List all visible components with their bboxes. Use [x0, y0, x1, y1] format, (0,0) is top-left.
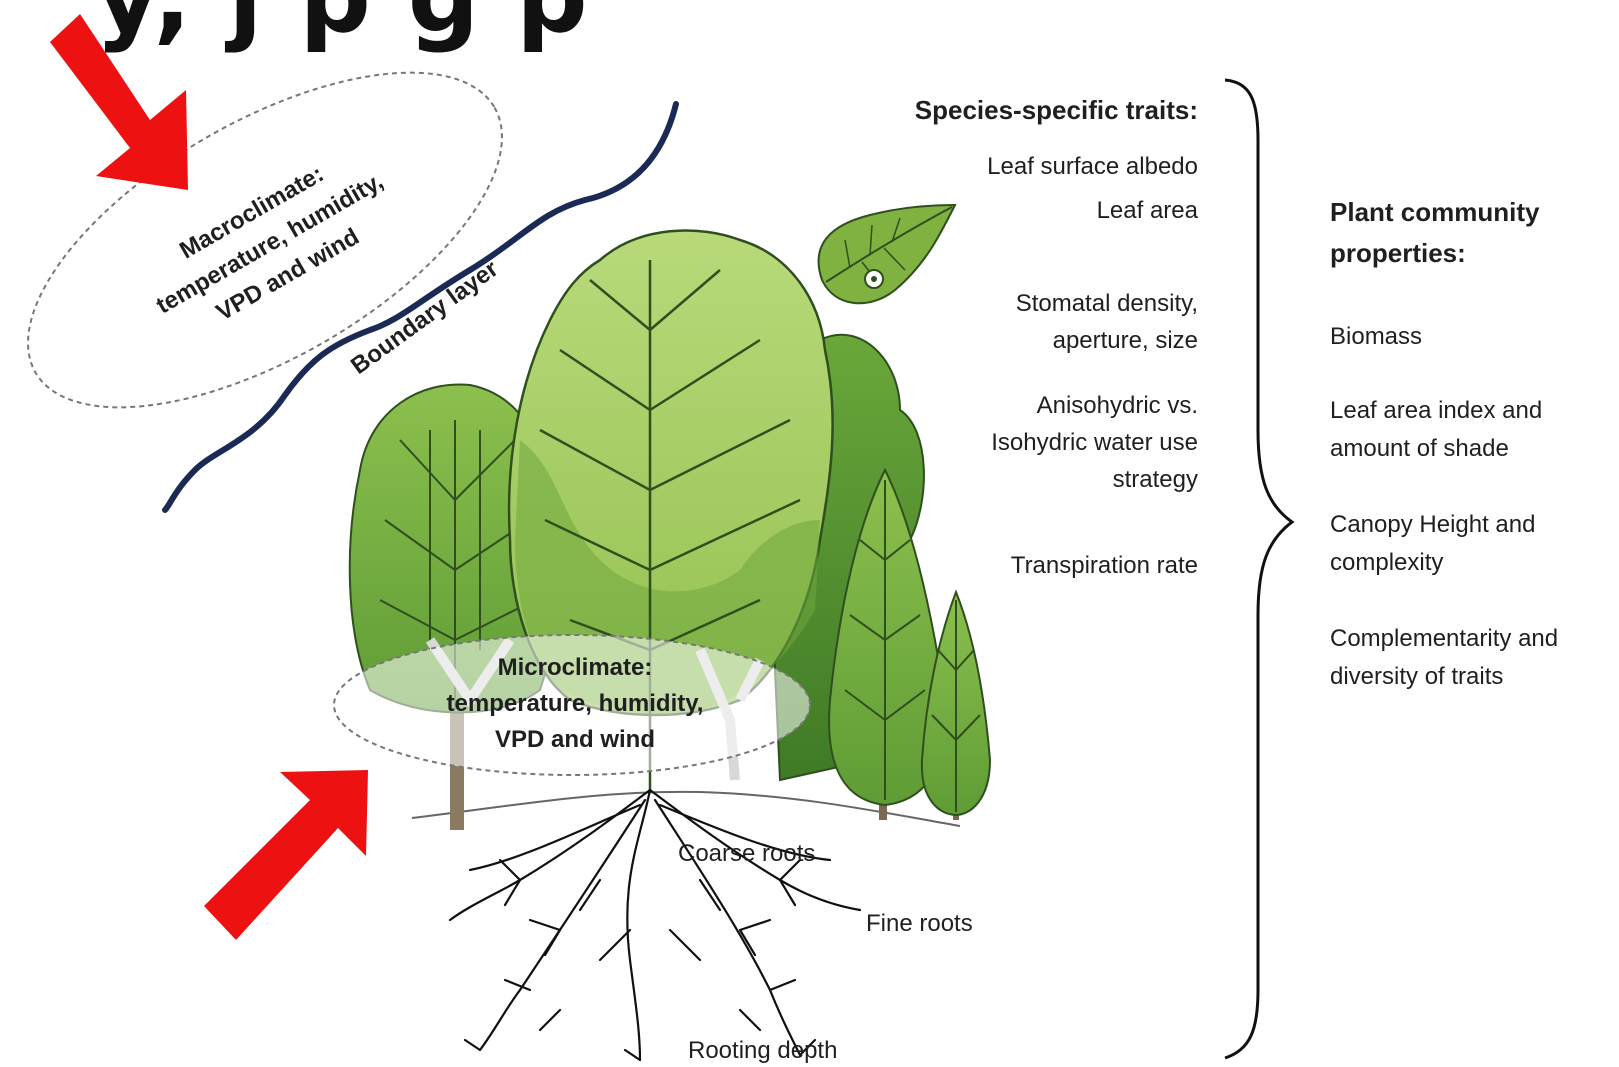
- coarse-roots-label: Coarse roots: [678, 840, 815, 868]
- community-biomass: Biomass: [1330, 318, 1422, 356]
- trait-aniso-2: Isohydric water use: [991, 424, 1198, 461]
- arrow-bottom-icon: [204, 770, 368, 940]
- fine-roots-label: Fine roots: [866, 910, 973, 938]
- trait-aniso-3: strategy: [1113, 461, 1198, 498]
- trait-stomatal-2: aperture, size: [1053, 322, 1198, 359]
- community-heading-1: Plant community: [1330, 193, 1539, 231]
- trait-transpiration: Transpiration rate: [1011, 547, 1198, 584]
- community-canopy-1: Canopy Height and: [1330, 506, 1535, 544]
- arrow-top-icon: [50, 14, 188, 190]
- community-canopy-2: complexity: [1330, 544, 1443, 582]
- community-lai-1: Leaf area index and: [1330, 392, 1542, 430]
- curly-brace: [1225, 80, 1292, 1058]
- leaf-icon: [819, 205, 955, 303]
- community-heading-2: properties:: [1330, 234, 1466, 272]
- microclimate-line-1: Microclimate:: [410, 650, 740, 686]
- trait-albedo: Leaf surface albedo: [987, 148, 1198, 185]
- community-lai-2: amount of shade: [1330, 430, 1509, 468]
- microclimate-label: Microclimate: temperature, humidity, VPD…: [410, 650, 740, 758]
- community-comp-2: diversity of traits: [1330, 658, 1503, 696]
- trait-aniso-1: Anisohydric vs.: [1037, 387, 1198, 424]
- species-traits-heading: Species-specific traits:: [915, 92, 1198, 129]
- trait-stomatal-1: Stomatal density,: [1016, 285, 1198, 322]
- microclimate-line-2: temperature, humidity,: [410, 686, 740, 722]
- microclimate-line-3: VPD and wind: [410, 722, 740, 758]
- community-comp-1: Complementarity and: [1330, 620, 1558, 658]
- trait-leaf-area: Leaf area: [1097, 192, 1198, 229]
- roots: [450, 790, 860, 1060]
- rooting-depth-label: Rooting depth: [688, 1037, 837, 1065]
